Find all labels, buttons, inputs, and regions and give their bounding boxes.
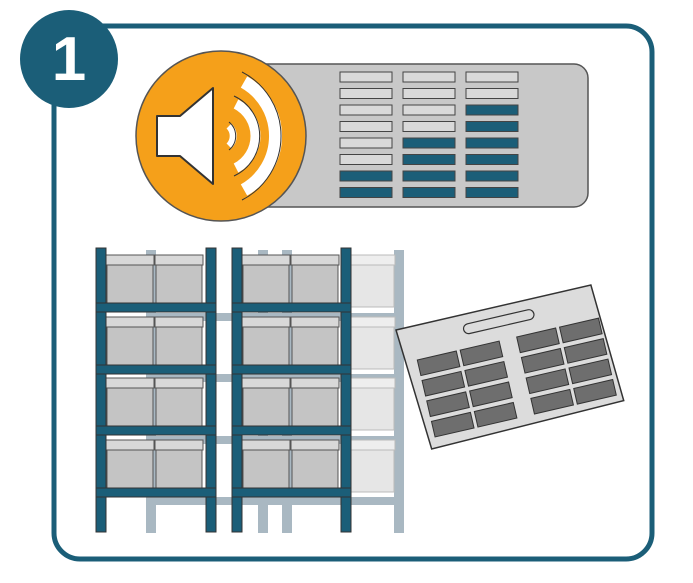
indicator-slot <box>402 88 456 99</box>
step-badge-circle <box>20 10 118 108</box>
label-sheet-label <box>430 411 475 438</box>
storage-box <box>347 262 395 308</box>
speaker-body <box>156 87 214 185</box>
sound-wave-small-outline <box>228 121 237 151</box>
storage-box <box>347 447 395 493</box>
sound-wave-large-outline <box>241 71 282 201</box>
indicator-slot-lit <box>465 154 519 165</box>
sound-wave-small <box>226 123 237 149</box>
front-rack-shelves <box>95 302 352 498</box>
front-rack-shelf <box>95 425 217 436</box>
storage-box-lid <box>290 377 340 389</box>
storage-box-lid <box>290 439 340 451</box>
indicator-slot-lit <box>402 187 456 198</box>
indicator-slot-lit <box>465 104 519 116</box>
sound-wave-large <box>240 76 283 196</box>
storage-box-lid <box>154 377 204 389</box>
storage-box <box>291 324 339 370</box>
speaker-icon <box>135 50 307 222</box>
front-rack-shelf <box>95 302 217 313</box>
sound-wave-medium-outline <box>233 95 261 177</box>
indicator-slot-lit <box>402 170 456 182</box>
indicator-slot <box>465 88 519 99</box>
storage-box-lid <box>154 439 204 451</box>
indicator-slot <box>339 137 393 149</box>
front-rack-shelf <box>231 487 352 498</box>
storage-box <box>242 262 290 308</box>
storage-box-lid <box>154 254 204 266</box>
indicator-slot <box>339 88 393 99</box>
storage-box <box>155 324 203 370</box>
back-rack-shelf <box>146 497 404 505</box>
front-rack-post <box>205 247 217 533</box>
indicator-slot-lit <box>465 170 519 182</box>
indicator-slot-lit <box>402 137 456 149</box>
shelving-rack-icon <box>95 247 352 533</box>
label-sheet-labels <box>416 317 617 438</box>
front-rack-post <box>231 247 243 533</box>
label-sheet-label <box>525 368 570 395</box>
indicator-slot-lit <box>465 137 519 149</box>
label-sheet-slot <box>462 309 535 335</box>
indicator-slot-lit <box>339 187 393 198</box>
label-sheet-label <box>558 317 603 344</box>
indicator-slot <box>339 154 393 165</box>
label-sheet-icon <box>395 284 625 450</box>
label-sheet-label <box>459 340 504 367</box>
label-sheet-label <box>416 350 461 377</box>
storage-box-lid <box>290 316 340 328</box>
indicator-slot <box>402 104 456 116</box>
label-sheet-label <box>568 358 613 385</box>
back-rack-post <box>394 250 404 533</box>
indicator-slot <box>339 104 393 116</box>
front-rack-shelf <box>231 364 352 375</box>
storage-box-lid <box>154 316 204 328</box>
indicator-slot <box>339 121 393 132</box>
indicator-slots <box>339 71 519 198</box>
storage-box <box>291 262 339 308</box>
front-rack-shelf <box>231 425 352 436</box>
indicator-slot <box>402 121 456 132</box>
label-sheet-label <box>469 381 513 408</box>
label-sheet-label <box>464 360 509 387</box>
label-sheet-label <box>426 391 470 418</box>
storage-box <box>106 385 154 431</box>
indicator-slot-lit <box>402 154 456 165</box>
indicator-slot <box>465 71 519 83</box>
label-sheet-label <box>473 401 518 428</box>
front-rack-post <box>95 247 107 533</box>
front-rack-post <box>340 247 352 533</box>
label-sheet-label <box>421 370 466 397</box>
storage-box <box>242 447 290 493</box>
indicator-slot-lit <box>339 170 393 182</box>
front-rack-shelf <box>231 302 352 313</box>
indicator-slot <box>402 71 456 83</box>
label-sheet-label <box>530 388 575 415</box>
indicator-panel <box>229 63 589 208</box>
storage-box-lid <box>290 254 340 266</box>
storage-box <box>155 447 203 493</box>
label-sheet-label <box>573 378 617 405</box>
front-rack-shelf <box>95 487 217 498</box>
indicator-slot-lit <box>465 187 519 198</box>
indicator-slot <box>339 71 393 83</box>
label-sheet-label <box>563 338 608 364</box>
label-sheet-label <box>516 327 560 354</box>
front-rack-shelf <box>95 364 217 375</box>
sound-wave-medium <box>233 99 261 173</box>
storage-box <box>291 385 339 431</box>
storage-box <box>347 385 395 431</box>
indicator-slot-lit <box>465 121 519 132</box>
back-rack-boxes <box>346 254 396 493</box>
label-sheet-label <box>520 347 565 374</box>
